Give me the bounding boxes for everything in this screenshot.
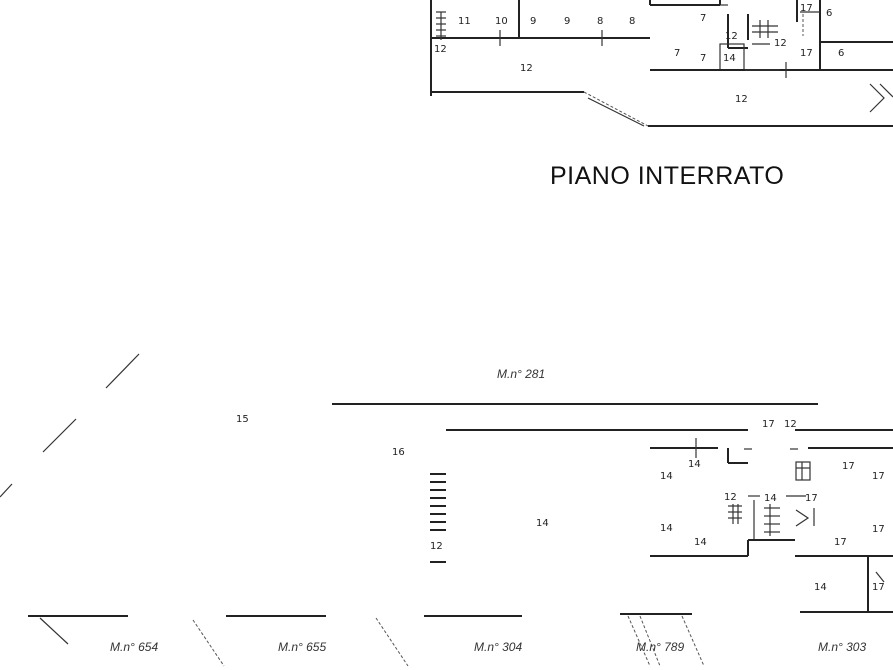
area-label: 7 (700, 53, 706, 64)
area-label: 17 (842, 461, 855, 472)
area-label: 12 (724, 492, 737, 503)
area-label: 12 (774, 38, 787, 49)
area-label: 6 (838, 48, 844, 59)
area-label: 7 (700, 13, 706, 24)
area-label: 14 (660, 523, 673, 534)
area-label: 17 (805, 493, 818, 504)
area-label: 11 (458, 16, 471, 27)
parcel-label: M.n° 304 (474, 640, 522, 654)
area-label: 17 (800, 3, 813, 14)
upper-plan: 11 10 9 9 8 8 7 12 17 6 12 7 7 14 12 17 … (430, 0, 893, 127)
area-label: 12 (735, 94, 748, 105)
parcel-label: M.n° 303 (818, 640, 866, 654)
area-label: 14 (764, 493, 777, 504)
area-label: 9 (530, 16, 536, 27)
area-label: 8 (629, 16, 635, 27)
area-label: 10 (495, 16, 508, 27)
area-label: 12 (430, 541, 443, 552)
area-label: 7 (674, 48, 680, 59)
area-label: 17 (872, 471, 885, 482)
area-label: 14 (723, 53, 736, 64)
area-label: 17 (872, 524, 885, 535)
area-label: 16 (392, 447, 405, 458)
area-label: 15 (236, 414, 249, 425)
area-label: 12 (520, 63, 533, 74)
area-label: 12 (434, 44, 447, 55)
area-label: 17 (872, 582, 885, 593)
parcel-label: M.n° 789 (636, 640, 684, 654)
parcel-label: M.n° 655 (278, 640, 326, 654)
plan-title: PIANO INTERRATO (550, 162, 784, 190)
parcel-label: M.n° 281 (497, 367, 545, 381)
parcel-label: M.n° 654 (110, 640, 158, 654)
area-label: 14 (694, 537, 707, 548)
area-label: 14 (536, 518, 549, 529)
area-label: 17 (762, 419, 775, 430)
area-label: 14 (814, 582, 827, 593)
area-label: 17 (834, 537, 847, 548)
area-label: 12 (784, 419, 797, 430)
area-label: 17 (800, 48, 813, 59)
area-label: 6 (826, 8, 832, 19)
area-label: 8 (597, 16, 603, 27)
area-label: 14 (688, 459, 701, 470)
area-label: 9 (564, 16, 570, 27)
area-label: 14 (660, 471, 673, 482)
lower-plan: 15 16 12 14 14 14 14 12 17 14 14 17 17 1… (0, 353, 893, 667)
area-label: 12 (725, 31, 738, 42)
